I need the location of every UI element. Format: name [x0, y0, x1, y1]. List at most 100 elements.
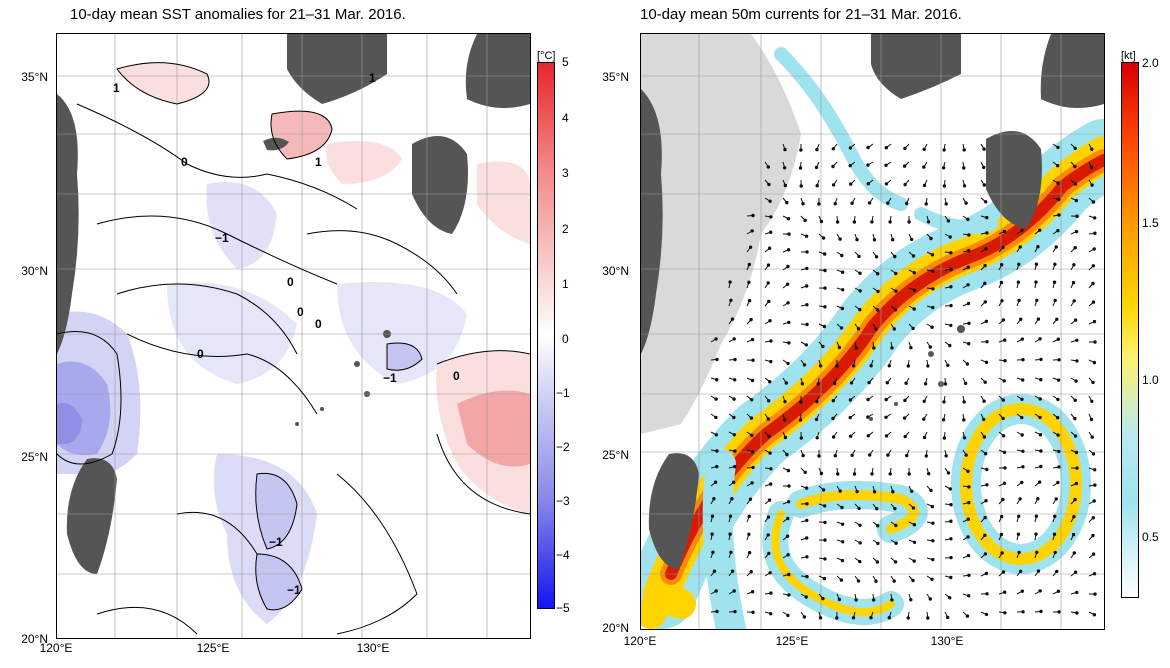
- current-vector-head: [733, 464, 737, 469]
- current-vector-head: [966, 217, 970, 222]
- current-vector-head: [728, 532, 732, 536]
- current-vector-head: [822, 324, 827, 329]
- current-vector-head: [1055, 569, 1059, 574]
- current-vector-head: [967, 485, 971, 489]
- current-vector-head: [948, 235, 952, 239]
- contour-label: 0: [181, 155, 188, 169]
- korea-landmass: [871, 34, 961, 99]
- current-vector-head: [931, 539, 935, 543]
- current-vector-head: [1057, 449, 1061, 454]
- current-vector-head: [815, 147, 819, 152]
- current-vector-head: [964, 201, 968, 205]
- current-vector-head: [1001, 570, 1006, 574]
- current-vector-head: [798, 418, 803, 422]
- current-vector-head: [876, 289, 880, 294]
- current-vector-head: [817, 202, 821, 206]
- lat-label-35: 35°N: [602, 70, 629, 84]
- current-vector-head: [732, 433, 737, 437]
- current-vector-head: [885, 381, 890, 385]
- lon-label-130: 130°E: [356, 641, 390, 655]
- current-vector-head: [819, 471, 824, 476]
- current-vector-head: [732, 480, 736, 484]
- current-vector-head: [831, 164, 835, 169]
- current-vector-head: [821, 488, 826, 492]
- current-vector-head: [786, 361, 790, 366]
- current-vector-head: [948, 343, 952, 348]
- current-vector-head: [1093, 468, 1097, 472]
- sst-colorbar-tick: 5: [562, 55, 569, 69]
- current-vector-head: [890, 346, 894, 350]
- current-vector-head: [928, 597, 932, 601]
- lat-label-20: 20°N: [602, 621, 629, 635]
- current-vector-head: [966, 469, 970, 473]
- current-vector-head: [927, 472, 931, 476]
- current-vector-head: [783, 183, 788, 188]
- current-vector-head: [732, 397, 736, 401]
- current-vector-head: [783, 435, 788, 440]
- current-vector-head: [929, 488, 933, 493]
- current-vector-head: [1073, 497, 1077, 502]
- current-vector-head: [750, 481, 754, 485]
- current-vector-head: [1073, 398, 1077, 402]
- current-vector-head: [1073, 416, 1077, 421]
- current-vector-head: [715, 378, 719, 382]
- current-vector-head: [949, 575, 953, 580]
- current-vector-head: [866, 434, 871, 438]
- contour-label: 0: [315, 317, 322, 331]
- current-vector-head: [849, 182, 853, 186]
- current-vector-head: [875, 507, 879, 511]
- current-vector-head: [985, 215, 989, 220]
- current-vector-head: [1092, 319, 1097, 324]
- current-vector-head: [1073, 318, 1078, 322]
- current-vector-head: [905, 201, 909, 206]
- current-vector-head: [715, 357, 719, 362]
- current-vector-head: [1075, 611, 1079, 615]
- current-vector-head: [1074, 198, 1079, 203]
- current-vector-head: [893, 254, 897, 259]
- china-coast-landmass: [57, 94, 79, 354]
- current-vector-head: [858, 559, 862, 564]
- current-vector-head: [786, 264, 790, 269]
- current-vector-head: [831, 183, 836, 187]
- kyushu-landmass: [412, 136, 468, 234]
- current-vector-head: [1057, 358, 1061, 362]
- current-colorbar-unit: [kt]: [1121, 50, 1136, 62]
- current-vector-head: [728, 514, 733, 518]
- current-vector-head: [874, 579, 878, 583]
- current-vector-head: [822, 576, 827, 581]
- current-vector-head: [887, 616, 892, 620]
- current-vector-head: [922, 183, 927, 188]
- current-vectors: [710, 143, 1097, 620]
- current-vector-head: [923, 382, 928, 386]
- sst-colorbar-tick: −3: [556, 494, 570, 508]
- current-vector-head: [850, 453, 854, 457]
- current-vector-head: [1034, 514, 1039, 518]
- current-vector-head: [875, 560, 880, 564]
- current-vector-head: [732, 415, 736, 420]
- current-vector-head: [782, 418, 787, 422]
- current-vector-head: [1021, 378, 1025, 382]
- current-vector-head: [943, 382, 948, 386]
- current-vector-head: [766, 263, 771, 267]
- current-vector-head: [1039, 357, 1043, 362]
- current-vector-head: [949, 537, 953, 541]
- current-vector-head: [1056, 181, 1060, 185]
- current-vector-head: [786, 500, 791, 504]
- current-vector-head: [944, 202, 948, 206]
- contour-label: 0: [453, 369, 460, 383]
- current-vector-head: [1020, 397, 1024, 401]
- current-vector-head: [768, 380, 772, 384]
- current-vector-head: [1056, 378, 1061, 382]
- current-vector-head: [929, 236, 933, 241]
- current-vector-head: [749, 416, 754, 420]
- current-vector-head: [982, 147, 986, 151]
- current-vector-head: [805, 518, 809, 523]
- current-vector-head: [967, 321, 971, 325]
- current-vector-head: [823, 557, 827, 561]
- contour-label: 0: [197, 347, 204, 361]
- current-vector-head: [893, 506, 897, 511]
- current-vector-head: [1052, 532, 1057, 536]
- current-vector-head: [894, 541, 898, 545]
- current-panel: 10-day mean 50m currents for 21–31 Mar. …: [585, 0, 1170, 668]
- contour-label: −1: [383, 371, 397, 385]
